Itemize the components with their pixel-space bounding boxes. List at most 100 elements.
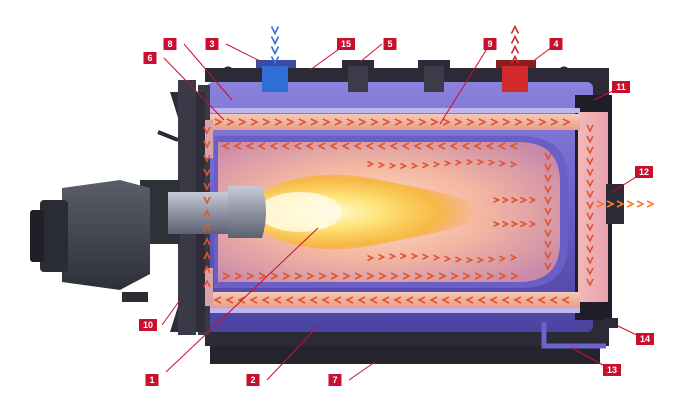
arrow-right-icon [466, 256, 474, 264]
arrow-right-icon [466, 158, 474, 166]
leader-line-2 [266, 325, 319, 381]
burner-base [122, 292, 148, 302]
arrow-left-icon [353, 142, 362, 150]
arrow-right-icon [298, 118, 307, 126]
arrow-left-icon [305, 142, 314, 150]
arrow-left-icon [245, 142, 254, 150]
arrow-down-icon [586, 223, 594, 232]
arrow-down-icon [203, 140, 211, 149]
arrow-down-icon [203, 154, 211, 163]
rear-support [604, 318, 618, 328]
callout-label: 6 [147, 53, 152, 63]
arrow-down-icon [270, 26, 280, 36]
arrow-right-icon [402, 272, 411, 280]
arrow-right-icon [510, 272, 519, 280]
front-tube-turn-upper [203, 120, 213, 158]
arrow-left-icon [297, 296, 306, 304]
callout-badge [145, 374, 159, 386]
upper-tube-bundle [210, 114, 580, 130]
arrow-left-icon [473, 142, 482, 150]
arrow-right-icon [378, 253, 386, 261]
arrow-right-icon [354, 272, 363, 280]
arrow-right-icon [538, 118, 547, 126]
arrow-right-icon [322, 118, 331, 126]
arrow-left-icon [501, 296, 510, 304]
callout-label: 13 [607, 365, 617, 375]
burner-housing [62, 180, 150, 290]
callout-badge [549, 38, 563, 50]
arrow-right-icon [422, 253, 430, 261]
callout-13: 13 [603, 364, 621, 376]
arrow-right-icon [367, 160, 375, 168]
callout-badge [636, 333, 654, 345]
callout-12: 12 [635, 166, 653, 178]
top-nozzles [222, 60, 570, 92]
arrow-left-icon [357, 296, 366, 304]
arrow-right-icon [366, 272, 375, 280]
arrow-right-icon [454, 118, 463, 126]
arrow-left-icon [269, 142, 278, 150]
arrow-down-icon [544, 240, 552, 249]
arrow-up-icon [510, 44, 520, 54]
callout-9: 9 [483, 38, 497, 50]
callout-badge [163, 38, 177, 50]
arrow-right-icon [378, 272, 387, 280]
arrow-right-icon [433, 254, 441, 261]
hot-water-outlet-nozzle [502, 66, 528, 92]
arrow-down-icon [586, 146, 594, 155]
arrow-down-icon [586, 157, 594, 166]
arrow-right-icon [334, 118, 343, 126]
arrow-down-icon [544, 251, 552, 260]
callout-2: 2 [246, 374, 260, 386]
rear-smoke-chamber [575, 95, 624, 320]
arrow-up-icon [510, 64, 520, 74]
arrow-right-icon [406, 118, 415, 126]
arrow-right-icon [234, 272, 243, 280]
arrow-right-icon [310, 118, 319, 126]
arrow-right-icon [306, 272, 315, 280]
arrow-left-icon [369, 296, 378, 304]
arrow-left-icon [233, 142, 242, 150]
arrow-left-icon [477, 296, 486, 304]
callout-8: 8 [163, 38, 177, 50]
arrow-right-icon [488, 256, 496, 263]
leader-line-10 [161, 299, 181, 326]
arrow-right-icon [444, 255, 452, 262]
arrow-right-icon [562, 118, 571, 126]
arrow-right-icon [616, 200, 625, 208]
arrow-left-icon [549, 296, 558, 304]
arrow-left-icon [441, 296, 450, 304]
arrow-left-icon [237, 296, 246, 304]
drain-pipe [541, 322, 606, 349]
arrow-up-icon [510, 54, 520, 64]
arrow-right-icon [370, 118, 379, 126]
arrow-down-icon [270, 66, 280, 76]
arrow-left-icon [509, 142, 518, 150]
arrow-right-icon [636, 200, 645, 208]
leader-line-7 [348, 361, 376, 381]
arrow-up-icon [510, 74, 520, 84]
arrow-right-icon [274, 118, 283, 126]
callout-badge [612, 81, 630, 93]
arrow-up-icon [203, 251, 211, 260]
arrow-left-icon [329, 142, 338, 150]
callout-label: 9 [487, 39, 492, 49]
arrow-left-icon [465, 296, 474, 304]
flow-arrows [203, 24, 655, 304]
arrow-right-icon [258, 272, 267, 280]
arrow-left-icon [393, 296, 402, 304]
arrow-right-icon [455, 159, 463, 166]
callout-label: 14 [640, 334, 650, 344]
arrow-right-icon [486, 272, 495, 280]
arrow-left-icon [293, 142, 302, 150]
arrow-right-icon [389, 253, 397, 260]
arrow-down-icon [203, 196, 211, 205]
arrow-right-icon [330, 272, 339, 280]
arrow-right-icon [510, 254, 518, 261]
arrow-left-icon [417, 296, 426, 304]
inlet-flange [256, 60, 296, 68]
lifting-lug-rear [558, 66, 570, 73]
arrow-right-icon [462, 272, 471, 280]
leader-line-8 [183, 43, 233, 101]
